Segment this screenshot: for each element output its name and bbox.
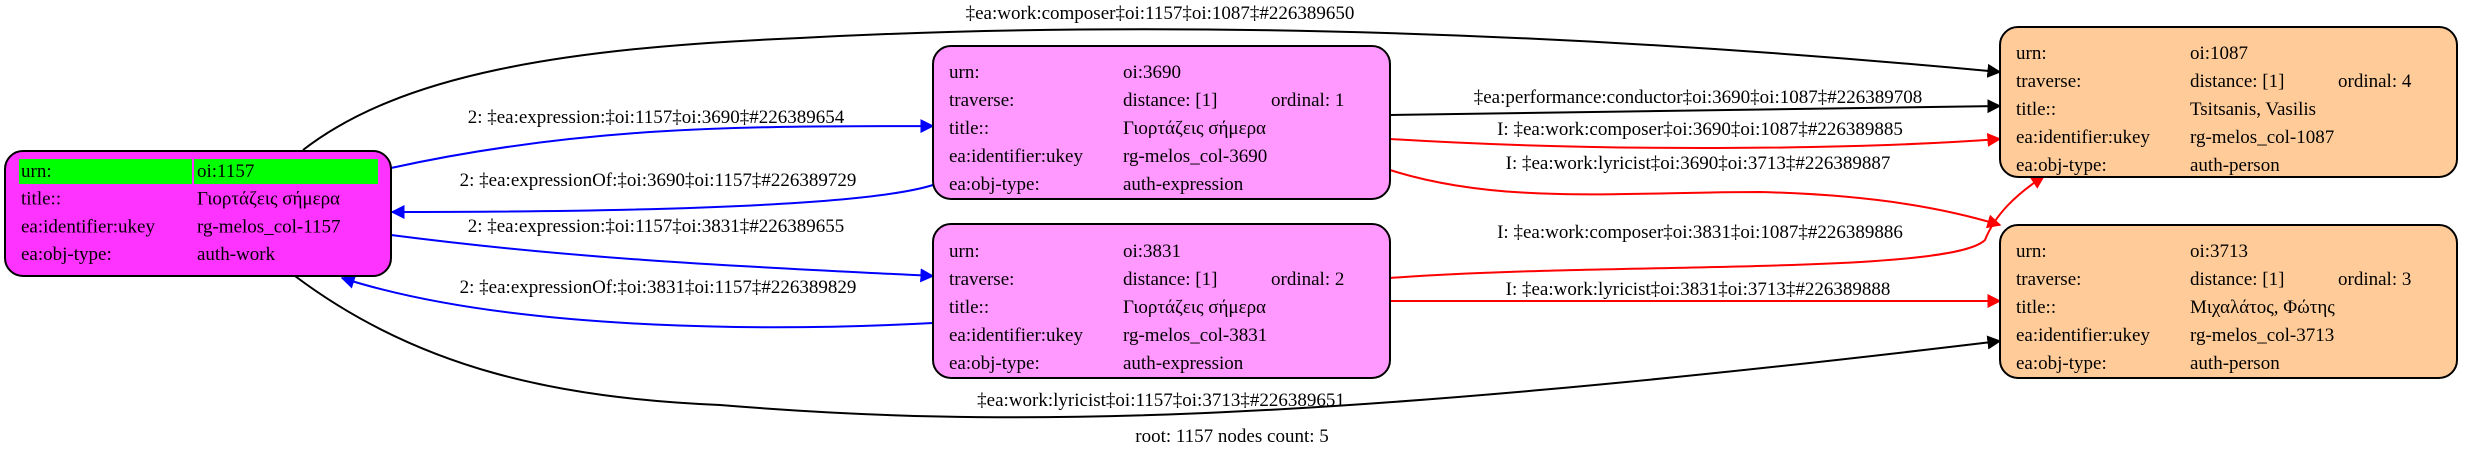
node-field-value: Tsitsanis, Vasilis bbox=[2190, 99, 2316, 120]
node-3713[interactable]: urn: oi:3713 traverse: distance: [1] ordinal… bbox=[1999, 224, 2458, 379]
edge-lyricist-3690-3713 bbox=[1389, 169, 2002, 229]
node-field-value: distance: [1] bbox=[1123, 90, 1217, 111]
node-box bbox=[932, 45, 1391, 200]
node-field-value: auth-person bbox=[2190, 155, 2280, 176]
node-field-value: oi:1087 bbox=[2190, 43, 2248, 64]
node-field-label: title:: bbox=[21, 189, 61, 210]
node-field-label: traverse: bbox=[2016, 269, 2081, 290]
node-field-label: title:: bbox=[2016, 99, 2056, 120]
edge-label: I: ‡ea:work:composer‡oi:3831‡oi:1087‡#22… bbox=[1497, 222, 1903, 243]
edge-labels-layer: ‡ea:work:composer‡oi:1157‡oi:1087‡#22638… bbox=[460, 3, 1923, 447]
edge-composer-3690-1087 bbox=[1389, 132, 2002, 150]
edge-label: ‡ea:work:lyricist‡oi:1157‡oi:3713‡#22638… bbox=[977, 390, 1345, 411]
node-field-label: urn: bbox=[2016, 43, 2047, 64]
edge-composer-3831-1087 bbox=[1389, 175, 2046, 279]
node-box bbox=[932, 223, 1391, 379]
node-field-label: ea:identifier:ukey bbox=[21, 216, 155, 237]
node-field-value: oi:3713 bbox=[2190, 241, 2248, 262]
edge-lyricist-1157-3713 bbox=[294, 275, 2002, 419]
node-field-ordinal: ordinal: 4 bbox=[2338, 71, 2412, 92]
node-field-value: auth-work bbox=[197, 244, 276, 265]
node-1087[interactable]: urn: oi:1087 traverse: distance: [1] ordinal… bbox=[1999, 26, 2458, 178]
node-field-label: ea:obj-type: bbox=[949, 174, 1040, 195]
node-field-value: Μιχαλάτος, Φώτης bbox=[2190, 297, 2335, 318]
edge-expressionOf-3831-1157 bbox=[340, 275, 934, 329]
node-field-ordinal: ordinal: 3 bbox=[2338, 269, 2411, 290]
edges-layer bbox=[294, 28, 2046, 419]
node-field-label: urn: bbox=[949, 62, 980, 83]
urn-highlight bbox=[194, 159, 378, 184]
node-field-label: traverse: bbox=[949, 90, 1014, 111]
node-field-label: urn: bbox=[21, 161, 52, 182]
node-field-value: auth-person bbox=[2190, 353, 2280, 374]
node-field-ordinal: ordinal: 1 bbox=[1271, 90, 1344, 111]
node-field-label: urn: bbox=[949, 241, 980, 262]
node-field-label: title:: bbox=[949, 118, 989, 139]
node-field-value: Γιορτάζεις σήμερα bbox=[1123, 297, 1266, 318]
node-field-value: distance: [1] bbox=[1123, 269, 1217, 290]
node-field-label: ea:identifier:ukey bbox=[2016, 325, 2150, 346]
graph-footer: root: 1157 nodes count: 5 bbox=[1135, 426, 1329, 447]
node-field-value: rg-melos_col-1157 bbox=[197, 216, 341, 237]
node-field-value: distance: [1] bbox=[2190, 269, 2284, 290]
node-field-label: ea:obj-type: bbox=[21, 244, 112, 265]
node-field-value: rg-melos_col-3831 bbox=[1123, 325, 1267, 346]
node-field-value: rg-melos_col-3713 bbox=[2190, 325, 2334, 346]
node-field-value: Γιορτάζεις σήμερα bbox=[1123, 118, 1266, 139]
node-field-value: rg-melos_col-1087 bbox=[2190, 127, 2334, 148]
node-field-label: urn: bbox=[2016, 241, 2047, 262]
node-3831[interactable]: urn: oi:3831 traverse: distance: [1] ordinal… bbox=[932, 223, 1391, 379]
node-field-label: ea:identifier:ukey bbox=[949, 325, 1083, 346]
node-field-label: title:: bbox=[949, 297, 989, 318]
node-box bbox=[1999, 26, 2458, 178]
edge-label: I: ‡ea:work:lyricist‡oi:3690‡oi:3713‡#22… bbox=[1506, 153, 1891, 174]
node-field-value: Γιορτάζεις σήμερα bbox=[197, 189, 340, 210]
node-3690[interactable]: urn: oi:3690 traverse: distance: [1] ordinal… bbox=[932, 45, 1391, 200]
edge-label: 2: ‡ea:expression:‡oi:1157‡oi:3690‡#2263… bbox=[468, 107, 845, 128]
node-field-value: auth-expression bbox=[1123, 353, 1244, 374]
node-field-label: ea:obj-type: bbox=[2016, 155, 2107, 176]
node-box bbox=[1999, 224, 2458, 379]
node-field-value: oi:3690 bbox=[1123, 62, 1181, 83]
edge-expressionOf-3690-1157 bbox=[390, 184, 934, 219]
edge-composer-1157-1087 bbox=[302, 28, 2002, 151]
edge-expression-1157-3831 bbox=[390, 234, 935, 283]
node-field-label: ea:obj-type: bbox=[2016, 353, 2107, 374]
edge-conductor-3690-1087 bbox=[1389, 99, 2002, 116]
node-field-label: ea:identifier:ukey bbox=[2016, 127, 2150, 148]
node-field-value: auth-expression bbox=[1123, 174, 1244, 195]
edge-label: I: ‡ea:work:composer‡oi:3690‡oi:1087‡#22… bbox=[1497, 119, 1903, 140]
edge-label: 2: ‡ea:expressionOf:‡oi:3831‡oi:1157‡#22… bbox=[460, 277, 857, 298]
node-field-value: rg-melos_col-3690 bbox=[1123, 146, 1267, 167]
node-field-label: ea:identifier:ukey bbox=[949, 146, 1083, 167]
node-field-label: ea:obj-type: bbox=[949, 353, 1040, 374]
node-field-value: oi:3831 bbox=[1123, 241, 1181, 262]
edge-label: I: ‡ea:work:lyricist‡oi:3831‡oi:3713‡#22… bbox=[1506, 279, 1891, 300]
node-field-label: traverse: bbox=[949, 269, 1014, 290]
edge-label: ‡ea:work:composer‡oi:1157‡oi:1087‡#22638… bbox=[966, 3, 1355, 24]
node-field-label: title:: bbox=[2016, 297, 2056, 318]
node-field-value: distance: [1] bbox=[2190, 71, 2284, 92]
edge-expression-1157-3690 bbox=[390, 119, 935, 169]
node-field-ordinal: ordinal: 2 bbox=[1271, 269, 1344, 290]
node-field-label: traverse: bbox=[2016, 71, 2081, 92]
edge-label: 2: ‡ea:expressionOf:‡oi:3690‡oi:1157‡#22… bbox=[460, 170, 857, 191]
edge-label: 2: ‡ea:expression:‡oi:1157‡oi:3831‡#2263… bbox=[468, 216, 845, 237]
urn-highlight bbox=[19, 159, 192, 184]
edge-label: ‡ea:performance:conductor‡oi:3690‡oi:108… bbox=[1474, 87, 1923, 108]
node-field-value: oi:1157 bbox=[197, 161, 254, 182]
